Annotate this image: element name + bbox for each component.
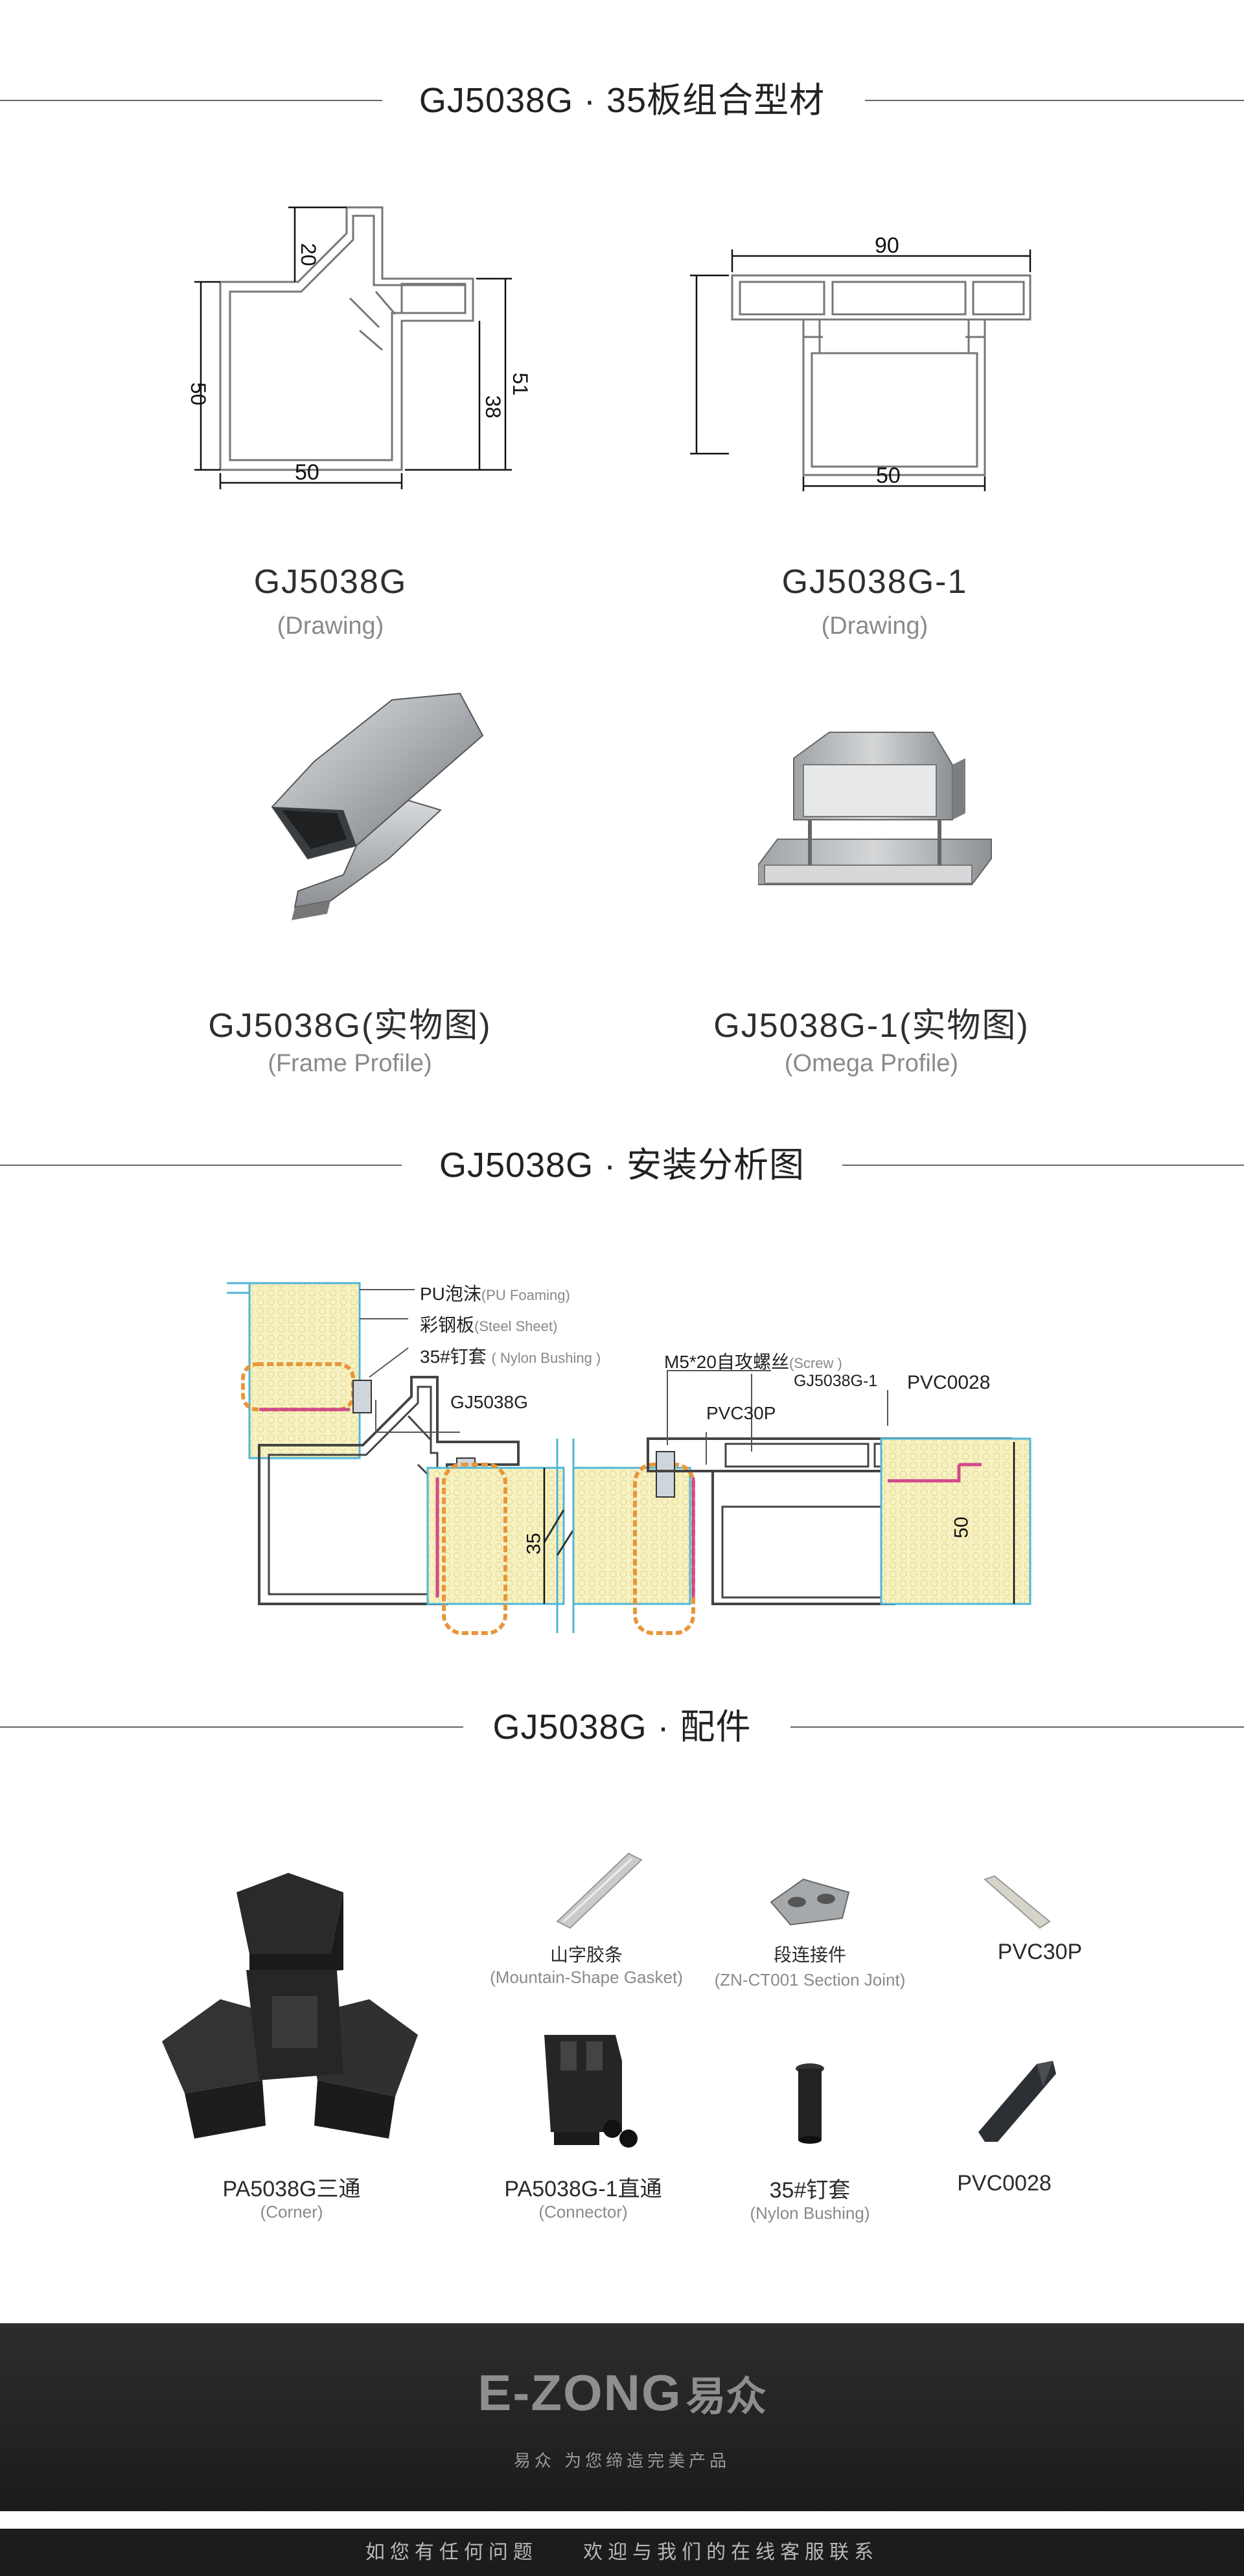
accessory-corner-image bbox=[162, 1873, 418, 2139]
drawing-left-sub: (Drawing) bbox=[277, 612, 384, 640]
accessory-bushing-sub: (Nylon Bushing) bbox=[750, 2203, 870, 2223]
accessory-pvc30p-image bbox=[984, 1875, 1051, 1929]
accessory-pvc0028-image bbox=[978, 2061, 1056, 2142]
accessory-connector-image bbox=[544, 2035, 638, 2148]
accessory-joint-image bbox=[770, 1878, 850, 1926]
label-nylon: 35#钉套 ( Nylon Bushing ) bbox=[420, 1343, 601, 1369]
title-rule-left bbox=[0, 100, 382, 101]
label-steel-sheet-en: (Steel Sheet) bbox=[474, 1318, 558, 1334]
title-rule-right bbox=[865, 100, 1244, 101]
accessory-connector-name: PA5038G-1直通 bbox=[504, 2177, 662, 2201]
section-title-accessories: GJ5038G · 配件 bbox=[0, 1701, 1244, 1753]
title-rule-right bbox=[790, 1726, 1244, 1728]
title-rule-left bbox=[0, 1726, 463, 1728]
accessory-gasket-image bbox=[556, 1852, 643, 1929]
section-title-text: GJ5038G · 配件 bbox=[492, 1708, 752, 1746]
label-steel-sheet: 彩钢板(Steel Sheet) bbox=[420, 1311, 557, 1337]
accessory-corner-sub: (Corner) bbox=[260, 2202, 323, 2222]
dim-90: 90 bbox=[875, 233, 899, 258]
section-title-text: GJ5038G · 安装分析图 bbox=[439, 1146, 805, 1185]
accessory-corner-name: PA5038G三通 bbox=[222, 2177, 361, 2201]
logo-text-cn: 易众 bbox=[685, 2374, 766, 2419]
dim-20: 20 bbox=[297, 243, 320, 266]
accessory-connector-sub: (Connector) bbox=[538, 2202, 628, 2222]
label-screw-cn: M5*20自攻螺丝 bbox=[664, 1352, 789, 1372]
contact-text: 如您有任何问题 欢迎与我们的在线客服联系 bbox=[365, 2541, 879, 2564]
accessory-bushing-name: 35#钉套 bbox=[769, 2178, 851, 2203]
photo-right-sub: (Omega Profile) bbox=[784, 1050, 959, 1077]
accessory-pvc30p-name: PVC30P bbox=[997, 1940, 1083, 1964]
label-nylon-en: ( Nylon Bushing ) bbox=[491, 1350, 601, 1366]
accessory-bushing-image bbox=[796, 2063, 824, 2144]
photo-frame-profile bbox=[271, 692, 484, 920]
accessory-pvc0028-name: PVC0028 bbox=[957, 2171, 1052, 2196]
label-steel-sheet-cn: 彩钢板 bbox=[420, 1315, 475, 1335]
accessory-joint-name: 段连接件 bbox=[773, 1945, 846, 1965]
label-pvc30p: PVC30P bbox=[706, 1403, 776, 1423]
label-nylon-cn: 35#钉套 bbox=[420, 1347, 487, 1367]
footer-logo: E-ZONG易众 bbox=[0, 2363, 1244, 2422]
label-gj5038g-1: GJ5038G-1 bbox=[794, 1372, 878, 1390]
section-title-text: GJ5038G · 35板组合型材 bbox=[419, 81, 825, 120]
photo-omega-profile bbox=[758, 732, 992, 885]
label-pu-foam-en: (PU Foaming) bbox=[481, 1287, 570, 1303]
section-title-profile: GJ5038G · 35板组合型材 bbox=[0, 75, 1244, 126]
title-rule-right bbox=[842, 1165, 1244, 1166]
photo-left-sub: (Frame Profile) bbox=[268, 1050, 432, 1077]
photo-right-name: GJ5038G-1(实物图) bbox=[713, 1007, 1030, 1045]
label-dim-35: 35 bbox=[523, 1533, 545, 1555]
label-screw: M5*20自攻螺丝(Screw ) bbox=[664, 1348, 842, 1374]
dim-50-right: 50 bbox=[876, 463, 901, 488]
logo-text: E-ZONG bbox=[478, 2364, 682, 2421]
dim-50-left: 50 bbox=[187, 382, 210, 406]
drawing-gj5038g: 20 50 51 38 50 bbox=[187, 206, 532, 489]
label-gj5038g: GJ5038G bbox=[450, 1392, 528, 1412]
label-screw-en: (Screw ) bbox=[789, 1355, 842, 1371]
footer-slogan: 易众 为您缔造完美产品 bbox=[513, 2452, 731, 2471]
drawing-right-sub: (Drawing) bbox=[821, 612, 928, 640]
label-pu-foam-cn: PU泡沫 bbox=[420, 1284, 481, 1304]
drawing-right-name: GJ5038G-1 bbox=[781, 563, 968, 601]
label-pvc0028: PVC0028 bbox=[907, 1372, 991, 1393]
title-rule-left bbox=[0, 1165, 402, 1166]
dim-51: 51 bbox=[509, 373, 532, 396]
accessory-gasket-name: 山字胶条 bbox=[549, 1945, 623, 1965]
contact-bar: 如您有任何问题 欢迎与我们的在线客服联系 bbox=[0, 2529, 1244, 2576]
label-dim-50: 50 bbox=[950, 1516, 973, 1538]
dim-38: 38 bbox=[481, 395, 505, 419]
dim-50-bottom: 50 bbox=[295, 460, 319, 485]
section-title-install: GJ5038G · 安装分析图 bbox=[0, 1139, 1244, 1191]
accessory-joint-sub: (ZN-CT001 Section Joint) bbox=[714, 1970, 906, 1990]
footer-banner: E-ZONG易众 易众 为您缔造完美产品 bbox=[0, 2323, 1244, 2511]
label-pu-foam: PU泡沫(PU Foaming) bbox=[420, 1280, 570, 1306]
accessory-gasket-sub: (Mountain-Shape Gasket) bbox=[490, 1967, 683, 1987]
drawing-left-name: GJ5038G bbox=[253, 563, 408, 601]
install-diagram bbox=[227, 1282, 1031, 1635]
drawing-gj5038g-1: 90 50 bbox=[690, 233, 1031, 491]
photo-left-name: GJ5038G(实物图) bbox=[208, 1007, 492, 1045]
